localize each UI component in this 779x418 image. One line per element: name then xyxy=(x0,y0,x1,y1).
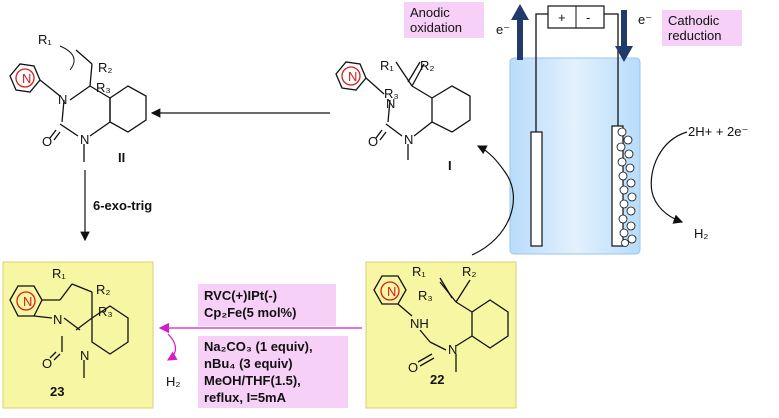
compound-I-structure xyxy=(335,61,471,160)
II-oxygen-label: O xyxy=(42,134,52,149)
minus-terminal: - xyxy=(586,10,590,25)
reagent-conditions: Na₂CO₃ (1 equiv), nBu₄ (3 equiv) MeOH/TH… xyxy=(198,336,348,408)
I-r1-label: R₁ xyxy=(380,58,394,73)
step-label: 6-exo-trig xyxy=(93,198,152,213)
electron-left: e⁻ xyxy=(496,22,510,37)
22-r3-label: R₃ xyxy=(418,288,433,303)
product-23-highlight xyxy=(2,261,154,409)
plus-terminal: + xyxy=(558,10,566,25)
23-r2-label: R₂ xyxy=(96,282,110,297)
23-n2-label: N xyxy=(80,348,89,363)
electron-right: e⁻ xyxy=(638,12,652,27)
II-r1-label: R₁ xyxy=(38,32,52,47)
I-r3-label: R₃ xyxy=(384,86,399,101)
reagent-line-3: MeOH/THF(1.5), xyxy=(204,373,301,388)
reagent-line-1: Na₂CO₃ (1 equiv), xyxy=(204,339,313,354)
23-r3-label: R₃ xyxy=(98,304,113,319)
hydrogen-bubbles xyxy=(616,127,637,247)
electrode-line: RVC(+)IPt(-) xyxy=(204,288,278,303)
cathodic-reduction-label: Cathodic reduction xyxy=(662,10,742,46)
22-n2-label: N xyxy=(448,342,457,357)
II-n1-label: N xyxy=(58,92,67,107)
II-r2-label: R₂ xyxy=(98,60,112,75)
compound-22-structure xyxy=(373,275,509,372)
II-n2-label: N xyxy=(80,132,89,147)
22-ring-n: N xyxy=(387,284,396,299)
anodic-oxidation-label: Anodic oxidation xyxy=(404,2,484,38)
23-n1-label: N xyxy=(53,312,62,327)
23-r1-label: R₁ xyxy=(52,266,66,281)
I-ring-n: N xyxy=(348,69,357,84)
22-compound-label: 22 xyxy=(430,372,444,387)
h2-product: H₂ xyxy=(694,226,708,241)
compound-23-structure xyxy=(9,283,129,378)
h2-side-product: H₂ xyxy=(166,374,180,389)
II-r3-label: R₃ xyxy=(96,80,111,95)
catalyst-line: Cp₂Fe(5 mol%) xyxy=(204,305,297,320)
cathode-products: 2H+ + 2e⁻ xyxy=(688,124,748,139)
I-r2-label: R₂ xyxy=(420,58,434,73)
reagent-line-2: nBu₄ (3 equiv) xyxy=(204,356,293,371)
I-compound-label: I xyxy=(448,158,452,173)
22-oxygen-label: O xyxy=(408,360,418,375)
I-oxygen-label: O xyxy=(368,134,378,149)
electrode-catalyst-box: RVC(+)IPt(-) Cp₂Fe(5 mol%) xyxy=(198,284,336,326)
II-ring-n: N xyxy=(22,71,31,86)
23-ring-n: N xyxy=(23,294,32,309)
23-oxygen-label: O xyxy=(42,356,52,371)
I-n2-label: N xyxy=(404,132,413,147)
compound-II-structure xyxy=(9,45,147,162)
reagent-line-4: reflux, I=5mA xyxy=(204,390,287,405)
22-nh-label: NH xyxy=(410,316,429,331)
II-compound-label: II xyxy=(118,150,125,165)
I-n1-label: N xyxy=(386,96,395,111)
substrate-22-highlight xyxy=(365,261,517,409)
22-r2-label: R₂ xyxy=(462,264,476,279)
electron-flow-arrows xyxy=(511,4,633,62)
22-r1-label: R₁ xyxy=(412,264,426,279)
anode-electrode xyxy=(530,131,543,247)
23-compound-label: 23 xyxy=(50,384,64,399)
